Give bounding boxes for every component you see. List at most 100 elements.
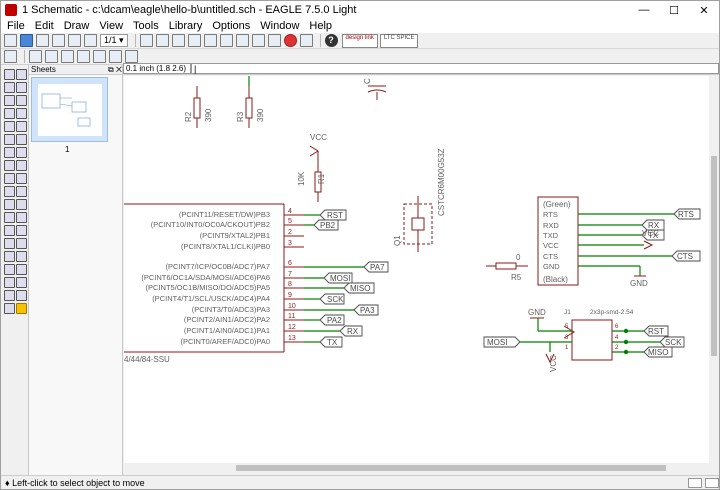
menu-window[interactable]: Window [260, 20, 300, 32]
menu-help[interactable]: Help [309, 20, 333, 32]
dimension-tool-icon[interactable] [16, 277, 27, 288]
rotate-tool-icon[interactable] [16, 108, 27, 119]
move-tool-icon[interactable] [4, 95, 15, 106]
ic-pin-label: (PCINT2/AIN1/ADC2)PA2 [184, 315, 270, 324]
info-tool-icon[interactable] [4, 69, 15, 80]
net-label-rst: RST [327, 211, 343, 220]
menu-tools[interactable]: Tools [133, 20, 159, 32]
menu-library[interactable]: Library [168, 20, 203, 32]
miter-tool-icon[interactable] [16, 186, 27, 197]
layer-icon[interactable] [29, 50, 42, 63]
warning-tool-icon[interactable] [16, 303, 27, 314]
ltspice-logo[interactable]: LTC SPICE [379, 33, 419, 48]
grid-icon[interactable] [4, 50, 17, 63]
rect-tool-icon[interactable] [4, 238, 15, 249]
menu-edit[interactable]: Edit [34, 20, 54, 32]
menu-options[interactable]: Options [212, 20, 251, 32]
stop-icon[interactable] [283, 34, 297, 47]
save-icon[interactable] [20, 34, 33, 47]
horizontal-scrollbar[interactable] [124, 463, 709, 473]
zoom-out-icon[interactable] [203, 34, 217, 47]
gateswap-tool-icon[interactable] [16, 160, 27, 171]
change-tool-icon[interactable] [16, 121, 27, 132]
sch-check-tool-icon[interactable] [4, 303, 15, 314]
open-icon[interactable] [4, 34, 17, 47]
param-3-icon[interactable] [77, 50, 90, 63]
errors-tool-icon[interactable] [16, 290, 27, 301]
ulp-icon[interactable] [155, 34, 169, 47]
j1-pin-number: 5 [565, 324, 569, 330]
cam-icon[interactable] [52, 34, 65, 47]
label-tool-icon[interactable] [16, 264, 27, 275]
horizontal-scroll-thumb[interactable] [236, 465, 666, 471]
maximize-button[interactable]: ☐ [669, 4, 679, 17]
junction-tool-icon[interactable] [4, 264, 15, 275]
group-tool-icon[interactable] [4, 121, 15, 132]
redraw-icon[interactable] [219, 34, 233, 47]
circle-tool-icon[interactable] [4, 225, 15, 236]
help-icon[interactable]: ? [324, 34, 338, 47]
board-icon[interactable] [68, 34, 81, 47]
sheets-controls[interactable]: ⧉ ✕ [107, 65, 122, 74]
sheet-select[interactable]: 1/1 ▾ [100, 34, 128, 47]
ic-pin-number: 4 [288, 208, 292, 215]
arc-tool-icon[interactable] [16, 225, 27, 236]
zoom-in-icon[interactable] [187, 34, 201, 47]
replace-tool-icon[interactable] [4, 160, 15, 171]
schematic-drawing[interactable]: 4/44/84-SSU (PCINT11/RESET/DW)PB3 (PCINT… [124, 76, 709, 463]
zoom-select-icon[interactable] [235, 34, 249, 47]
param-1-icon[interactable] [45, 50, 58, 63]
close-button[interactable]: ✕ [699, 4, 709, 17]
value-tool-icon[interactable] [16, 173, 27, 184]
add-tool-icon[interactable] [4, 147, 15, 158]
print-icon[interactable] [36, 34, 49, 47]
split-tool-icon[interactable] [4, 199, 15, 210]
r3-name: R3 [236, 111, 245, 122]
script-icon[interactable] [139, 34, 153, 47]
schematic-icon[interactable] [84, 34, 97, 47]
polygon-tool-icon[interactable] [16, 238, 27, 249]
command-input[interactable]: | [191, 63, 719, 74]
param-2-icon[interactable] [61, 50, 74, 63]
coordinate-bar: 0.1 inch (1.8 2.6) | [123, 63, 719, 75]
net-tool-icon[interactable] [16, 251, 27, 262]
schematic-canvas[interactable]: 4/44/84-SSU (PCINT11/RESET/DW)PB3 (PCINT… [124, 76, 709, 463]
menu-draw[interactable]: Draw [63, 20, 90, 32]
param-4-icon[interactable] [93, 50, 106, 63]
menu-view[interactable]: View [99, 20, 124, 32]
display-tool-icon[interactable] [4, 82, 15, 93]
bus-tool-icon[interactable] [4, 251, 15, 262]
ic-part-name: 4/44/84-SSU [124, 355, 170, 364]
junction-dot [623, 349, 629, 355]
erc-tool-icon[interactable] [4, 290, 15, 301]
zoom-fit-icon[interactable] [171, 34, 185, 47]
vertical-scrollbar[interactable] [709, 76, 719, 463]
net-flag [313, 219, 339, 231]
minimize-button[interactable]: — [638, 4, 650, 16]
redo-icon[interactable] [267, 34, 281, 47]
param-6-icon[interactable] [125, 50, 138, 63]
param-5-icon[interactable] [109, 50, 122, 63]
name-tool-icon[interactable] [4, 173, 15, 184]
net-label-mosi: MOSI [330, 274, 350, 283]
net-label-tx: TX [327, 338, 338, 347]
invoke-tool-icon[interactable] [16, 199, 27, 210]
net-label-mosi: MOSI [487, 338, 507, 347]
menu-file[interactable]: File [7, 20, 25, 32]
attribute-tool-icon[interactable] [4, 277, 15, 288]
mark-tool-icon[interactable] [16, 82, 27, 93]
go-icon[interactable] [299, 34, 313, 47]
smash-tool-icon[interactable] [4, 186, 15, 197]
show-tool-icon[interactable] [16, 69, 27, 80]
paste-tool-icon[interactable] [4, 134, 15, 145]
vertical-scroll-thumb[interactable] [711, 156, 717, 356]
sheet-thumbnail[interactable] [31, 77, 108, 142]
copy-tool-icon[interactable] [16, 95, 27, 106]
delete-tool-icon[interactable] [16, 134, 27, 145]
mirror-tool-icon[interactable] [4, 108, 15, 119]
undo-icon[interactable] [251, 34, 265, 47]
design-link-logo[interactable]: design link [341, 33, 378, 48]
wire-tool-icon[interactable] [4, 212, 15, 223]
pinswap-tool-icon[interactable] [16, 147, 27, 158]
text-tool-icon[interactable] [16, 212, 27, 223]
